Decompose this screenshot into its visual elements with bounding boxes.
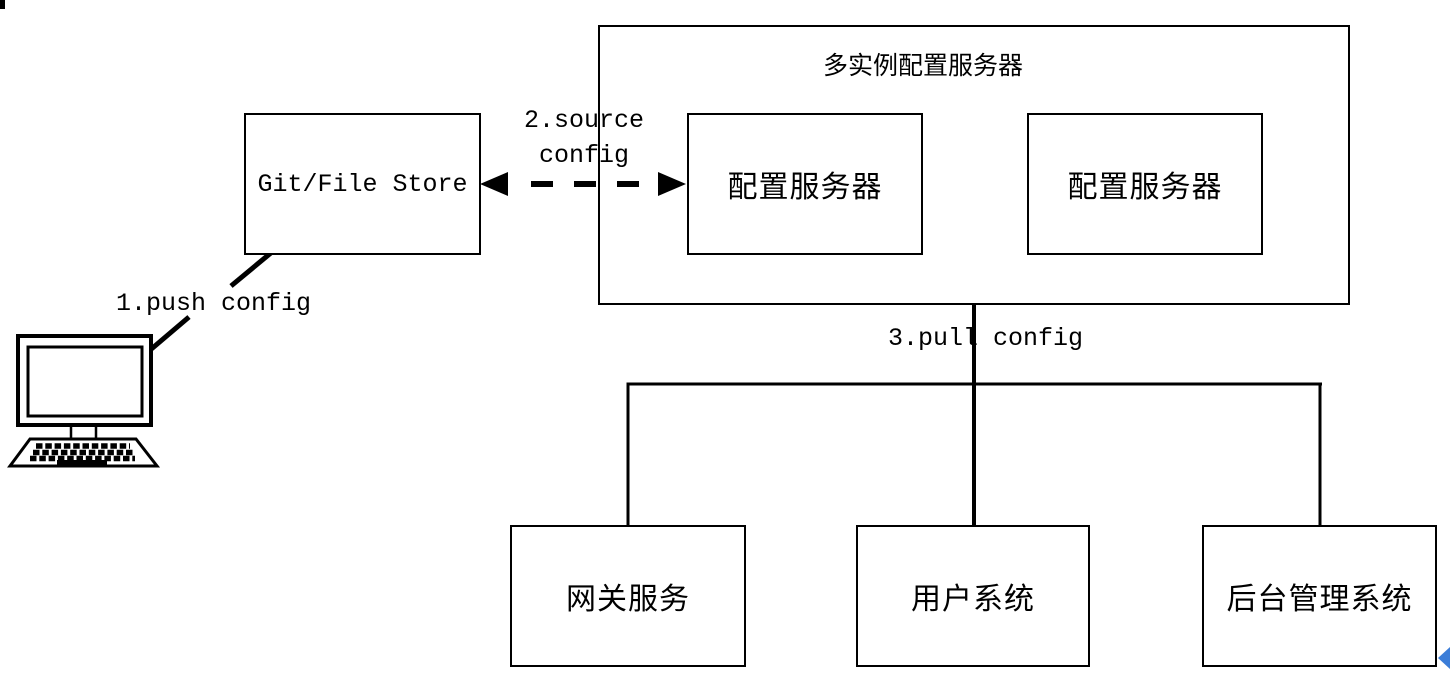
node-user-system: 用户系统 bbox=[856, 525, 1090, 667]
config-server-2-label: 配置服务器 bbox=[1067, 170, 1223, 205]
config-cluster-title: 多实例配置服务器 bbox=[822, 51, 1023, 80]
source-config-label-line1: 2.source bbox=[523, 106, 645, 135]
source-config-label-line2: config bbox=[538, 141, 629, 170]
push-config-label: 1.push config bbox=[116, 289, 312, 318]
node-config-server-2: 配置服务器 bbox=[1027, 113, 1263, 255]
collapse-arrow-icon[interactable] bbox=[1438, 647, 1450, 669]
node-gateway-service: 网关服务 bbox=[510, 525, 746, 667]
config-server-1-label: 配置服务器 bbox=[727, 170, 883, 205]
admin-system-label: 后台管理系统 bbox=[1226, 582, 1413, 617]
corner-artifact bbox=[0, 0, 5, 9]
node-config-server-1: 配置服务器 bbox=[687, 113, 923, 255]
pull-config-label: 3.pull config bbox=[888, 324, 1084, 353]
gateway-service-label: 网关服务 bbox=[566, 582, 690, 617]
git-file-store-label: Git/File Store bbox=[257, 169, 468, 199]
node-config-cluster bbox=[598, 25, 1350, 305]
user-system-label: 用户系统 bbox=[911, 582, 1035, 617]
source-config-label: 2.source config bbox=[500, 103, 668, 173]
computer-icon bbox=[7, 334, 161, 468]
node-admin-system: 后台管理系统 bbox=[1202, 525, 1437, 667]
node-git-file-store: Git/File Store bbox=[244, 113, 481, 255]
